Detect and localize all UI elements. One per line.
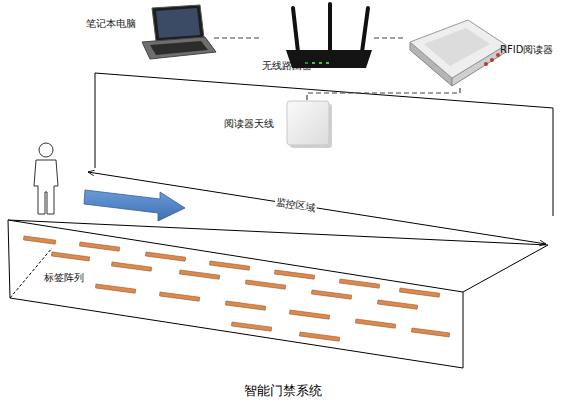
person-icon xyxy=(34,143,58,214)
zone-dimension-arrow xyxy=(88,172,546,244)
node-label: 阅读器天线 xyxy=(224,118,274,130)
antenna-node: 阅读器天线 xyxy=(224,100,334,150)
network-link xyxy=(214,37,260,38)
rfid-reader-illustration xyxy=(410,20,506,86)
node-label: 笔记本电脑 xyxy=(86,18,136,30)
tag-array-label: 标签阵列 xyxy=(44,272,84,284)
node-label: RFID阅读器 xyxy=(500,44,553,56)
router-illustration xyxy=(286,4,372,68)
rfid-reader-node: RFID阅读器 xyxy=(404,18,562,88)
antenna-illustration xyxy=(287,101,332,148)
tag-panel xyxy=(8,220,548,368)
zone-label: 监控区域 xyxy=(274,196,317,214)
network-link xyxy=(374,37,404,38)
rfid-tag-array xyxy=(23,236,449,341)
laptop-illustration xyxy=(142,5,216,59)
direction-arrow xyxy=(84,190,185,221)
network-link xyxy=(307,88,460,100)
router-node: 无线路由器 xyxy=(260,2,374,76)
figure-caption: 智能门禁系统 xyxy=(0,383,565,399)
laptop-node: 笔记本电脑 xyxy=(86,4,214,60)
node-label: 无线路由器 xyxy=(262,60,312,72)
